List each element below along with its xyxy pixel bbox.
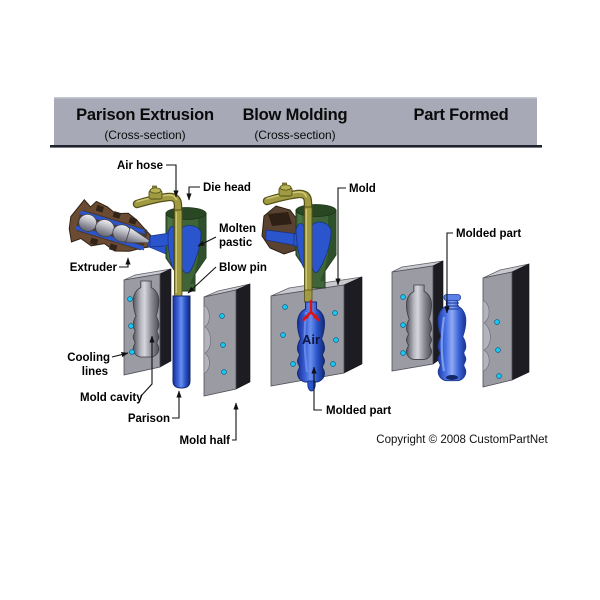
air-arrow-right [309,310,320,322]
cooling-line-port [400,350,406,356]
bottle-highlight [440,316,446,372]
casing-slot [112,211,122,219]
cooling-line-port [219,313,225,319]
mold-side-face [235,283,251,390]
cooling-line-port [400,294,406,300]
cooling-line-port [127,296,133,302]
leader-mold-half [232,402,239,441]
cooling-line-port [400,322,406,328]
leader-mold-cavity [140,335,155,397]
cooling-line-port [332,310,338,316]
leader-molten-plastic [197,236,217,247]
extruder-stub [261,205,299,255]
leader-molded-part-right [444,232,453,314]
bottle-base-shadow [446,375,458,380]
mold-cavity-bottle [132,280,160,358]
mold-half-open-right [482,263,530,388]
casing-slot [95,204,105,213]
mold-half-open-left [391,260,444,372]
cooling-line-port [290,361,296,367]
section-blow-molding: Air [261,183,363,392]
leader-air-hose [166,164,179,198]
cooling-line-port [282,304,288,310]
header-underline [50,145,542,148]
molten-plastic-right [181,225,202,274]
header-bar: Parison Extrusion (Cross-section) Blow M… [50,97,542,148]
cooling-line-port [333,337,339,343]
cooling-line-port [330,361,336,367]
air-annotation: Air [302,332,320,347]
label-cooling-lines: Cooling lines [67,352,110,378]
section-title-part-formed: Part Formed [414,106,509,124]
label-parison: Parison [128,413,170,425]
cooling-line-port [494,319,500,325]
mold-cavity-bottle [405,284,433,360]
label-die-head: Die head [203,182,251,194]
section-parison-extrusion [68,186,251,397]
leader-extruder [119,257,131,268]
label-cooling-lines-line2: lines [82,366,108,378]
air-arrow-left [302,310,313,322]
copyright-notice: Copyright © 2008 CustomPartNet [376,434,548,446]
molten-plastic-left [295,223,305,270]
callout-leaders [111,164,453,441]
cooling-line-port [280,332,286,338]
leader-mold [335,187,346,286]
mold-side-face [511,263,530,381]
parison-tube [172,295,191,389]
extruder-screw-tip [125,226,155,244]
mold-side-face [159,268,172,368]
cooling-line-port [496,373,502,379]
pinch-off-tail [307,380,316,392]
mold-cavity-profile [203,304,211,374]
cooling-line-port [128,323,134,329]
label-molten-plastic: Molten pastic [219,223,256,249]
label-air-hose: Air hose [117,160,163,172]
cooling-line-port [221,369,227,375]
section-title-blow-molding: Blow Molding [243,106,348,124]
molded-bottle [437,294,467,382]
cooling-line-port [495,347,501,353]
header-background [54,97,537,145]
label-molded-part-middle: Molded part [326,405,391,417]
melt-lining-bottom [75,225,145,251]
cooling-line-port [220,342,226,348]
section-part-formed [391,260,530,388]
leader-cooling-lines [111,352,129,358]
mold-half-left [123,268,172,376]
header-bevel [54,97,537,99]
label-mold-cavity: Mold cavity [80,392,143,404]
mold-half-right [203,283,251,397]
mold-cavity-profile [482,299,491,372]
label-mold: Mold [349,183,376,195]
label-extruder: Extruder [70,262,118,274]
leader-die-head [186,186,200,201]
casing-slot [89,237,99,246]
label-blow-pin: Blow pin [219,262,267,274]
bottle-lip [443,294,461,301]
label-mold-half: Mold half [180,435,231,447]
casing-slot [128,217,137,225]
stub-break-edge [268,212,292,226]
label-cooling-lines-line1: Cooling [67,352,110,364]
extruder-illustration [68,199,169,255]
molten-plastic-right [311,221,332,273]
section-subtitle-parison-extrusion: (Cross-section) [104,128,185,142]
casing-slot [108,243,118,252]
label-molded-part-right: Molded part [456,228,521,240]
label-molten-plastic-line1: Molten [219,223,256,235]
cooling-line-port [129,349,135,355]
label-molten-plastic-line2: pastic [219,237,253,249]
section-title-parison-extrusion: Parison Extrusion [76,106,214,124]
leader-blow-pin [187,266,217,294]
leader-parison [172,390,182,419]
air-flow-arrow [302,299,320,322]
leader-molded-part-middle [311,366,322,411]
molten-plastic-left [167,226,175,272]
mold-side-face [343,276,363,374]
section-subtitle-blow-molding: (Cross-section) [254,128,335,142]
